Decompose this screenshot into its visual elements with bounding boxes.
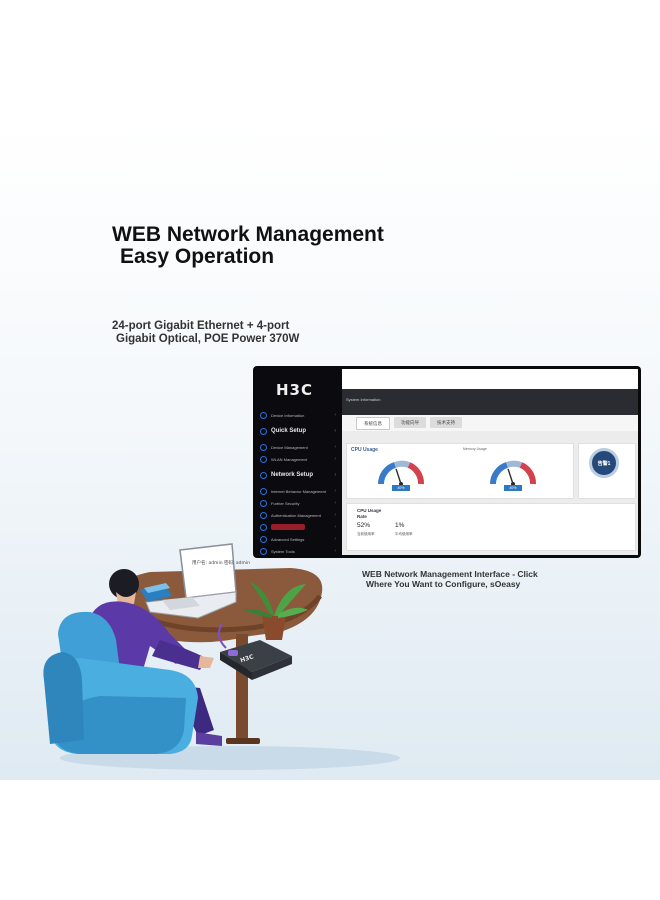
nav-circle-icon: [260, 523, 267, 531]
cpu-rate-title-line-1: CPU Usage: [357, 508, 382, 513]
notebook-icon: [140, 583, 172, 602]
nav-circle-icon: [260, 443, 267, 451]
cpu-rate-title-line-2: Rate: [357, 514, 367, 519]
headline-line-2: Easy Operation: [120, 245, 275, 268]
product-subheading: 24-port Gigabit Ethernet + 4-port Gigabi…: [112, 320, 299, 346]
cpu-gauge-value: 40%: [392, 485, 410, 491]
sidebar-item-10[interactable]: System Tools ›: [256, 545, 342, 555]
sidebar-item-3[interactable]: WLAN Management ›: [256, 453, 342, 465]
chevron-right-icon: ›: [334, 444, 336, 450]
cpu-card-title: CPU Usage: [351, 447, 378, 453]
tab-system-info[interactable]: 系统信息: [356, 417, 390, 430]
headline-line-1: WEB Network Management: [112, 223, 384, 246]
average-usage-value: 1%: [395, 522, 405, 529]
sidebar-item-7[interactable]: Authentication Management ›: [256, 509, 342, 521]
sidebar-item-label: Advanced Settings: [271, 536, 305, 542]
chevron-right-icon: ›: [334, 500, 336, 506]
sidebar-item-label: Quick Setup: [271, 428, 307, 434]
subhead-line-2: Gigabit Optical, POE Power 370W: [116, 333, 300, 345]
plant-icon: [244, 582, 308, 640]
office-illustration: 用户名: admin 密码: admin H3C: [43, 543, 400, 770]
chevron-right-icon: ›: [334, 548, 336, 554]
cpu-usage-card: CPU Usage Memory Usage 40%: [346, 443, 574, 499]
chevron-right-icon: ›: [334, 488, 336, 494]
cpu-rate-title: CPU Usage Rate: [357, 508, 381, 520]
laptop-icon: 用户名: admin 密码: admin: [145, 543, 250, 619]
average-usage-label: 平均使用率: [395, 532, 413, 536]
sidebar-item-label: Authentication Management: [271, 512, 321, 518]
chevron-right-icon: ›: [334, 472, 336, 478]
memory-gauge: 40%: [487, 456, 539, 492]
page-headline: WEB Network Management Easy Operation: [112, 224, 384, 268]
chevron-right-icon: ›: [334, 512, 336, 518]
tab-tech-support[interactable]: 技术支持: [430, 417, 462, 428]
memory-card-title: Memory Usage: [463, 447, 487, 451]
sidebar-nav: Device Information›Quick Setup›Device Ma…: [256, 409, 342, 555]
nav-circle-icon: [260, 455, 267, 463]
web-ui-sidebar: H3C Device Information›Quick Setup›Devic…: [256, 369, 342, 555]
sidebar-item-label: System Tools: [271, 548, 295, 554]
current-usage-value: 52%: [357, 522, 371, 529]
tab-function-wizard[interactable]: 功能向导: [394, 417, 426, 428]
chevron-right-icon: ›: [334, 524, 336, 530]
web-ui-topbar: [342, 369, 638, 389]
cpu-gauge: 40%: [375, 456, 427, 492]
web-ui-monitor: H3C Device Information›Quick Setup›Devic…: [253, 366, 641, 558]
sidebar-item-label: WLAN Management: [271, 456, 308, 462]
sidebar-item-label: Device Information: [271, 412, 305, 418]
sidebar-item-label: Internet Behavior Management: [271, 488, 326, 494]
alarm-card[interactable]: 告警1: [578, 443, 636, 499]
chevron-right-icon: ›: [334, 412, 336, 418]
nav-circle-icon: [260, 471, 267, 479]
current-usage-label: 当前使用率: [357, 532, 375, 536]
sidebar-item-0[interactable]: Device Information ›: [256, 409, 342, 421]
alarm-badge: 告警1: [589, 448, 619, 478]
sidebar-item-label: Network Setup: [271, 472, 314, 478]
sidebar-item-2[interactable]: Device Management ›: [256, 441, 342, 453]
armchair-icon: [43, 611, 198, 754]
router-logo: H3C: [239, 653, 255, 664]
interface-caption: WEB Network Management Interface - Click…: [362, 569, 538, 589]
sidebar-item-label: Further Security: [271, 500, 300, 506]
nav-circle-icon: [260, 427, 267, 435]
chevron-right-icon: ›: [334, 428, 336, 434]
nav-circle-icon: [260, 535, 267, 543]
nav-circle-icon: [260, 411, 267, 419]
web-ui-tabs: 系统信息 功能向导 技术支持: [342, 417, 638, 431]
cpu-gauge-dial: [378, 460, 424, 486]
web-ui-screen: H3C Device Information›Quick Setup›Devic…: [256, 369, 638, 555]
web-ui-content: CPU Usage Memory Usage 40%: [342, 431, 638, 555]
chevron-right-icon: ›: [334, 456, 336, 462]
caption-line-1: WEB Network Management Interface - Click: [362, 569, 538, 579]
nav-circle-icon: [260, 499, 267, 507]
sidebar-item-4[interactable]: Network Setup ›: [256, 465, 342, 485]
router-icon: H3C: [217, 623, 292, 680]
sidebar-item-1[interactable]: Quick Setup ›: [256, 421, 342, 441]
chevron-right-icon: ›: [334, 536, 336, 542]
h3c-logo: H3C: [276, 381, 313, 399]
web-ui-header: System Information: [342, 389, 638, 415]
memory-gauge-value: 40%: [504, 485, 522, 491]
memory-gauge-dial: [490, 460, 536, 486]
caption-line-2: Where You Want to Configure, sOeasy: [366, 578, 521, 589]
sidebar-item-label: Device Management: [271, 444, 308, 450]
laptop-screen-text: 用户名: admin 密码: admin: [192, 559, 250, 566]
sidebar-item-9[interactable]: Advanced Settings ›: [256, 533, 342, 545]
subhead-line-1: 24-port Gigabit Ethernet + 4-port: [112, 320, 290, 332]
nav-circle-icon: [260, 547, 267, 555]
sidebar-item-6[interactable]: Further Security ›: [256, 497, 342, 509]
sidebar-item-5[interactable]: Internet Behavior Management ›: [256, 485, 342, 497]
cpu-rate-card: CPU Usage Rate 52% 当前使用率 1% 平均使用率: [346, 503, 636, 551]
sidebar-item-8[interactable]: ›: [256, 521, 342, 533]
nav-circle-icon: [260, 487, 267, 495]
breadcrumb: System Information: [346, 397, 381, 402]
nav-circle-icon: [260, 511, 267, 519]
blurred-nav-label: [271, 524, 305, 530]
